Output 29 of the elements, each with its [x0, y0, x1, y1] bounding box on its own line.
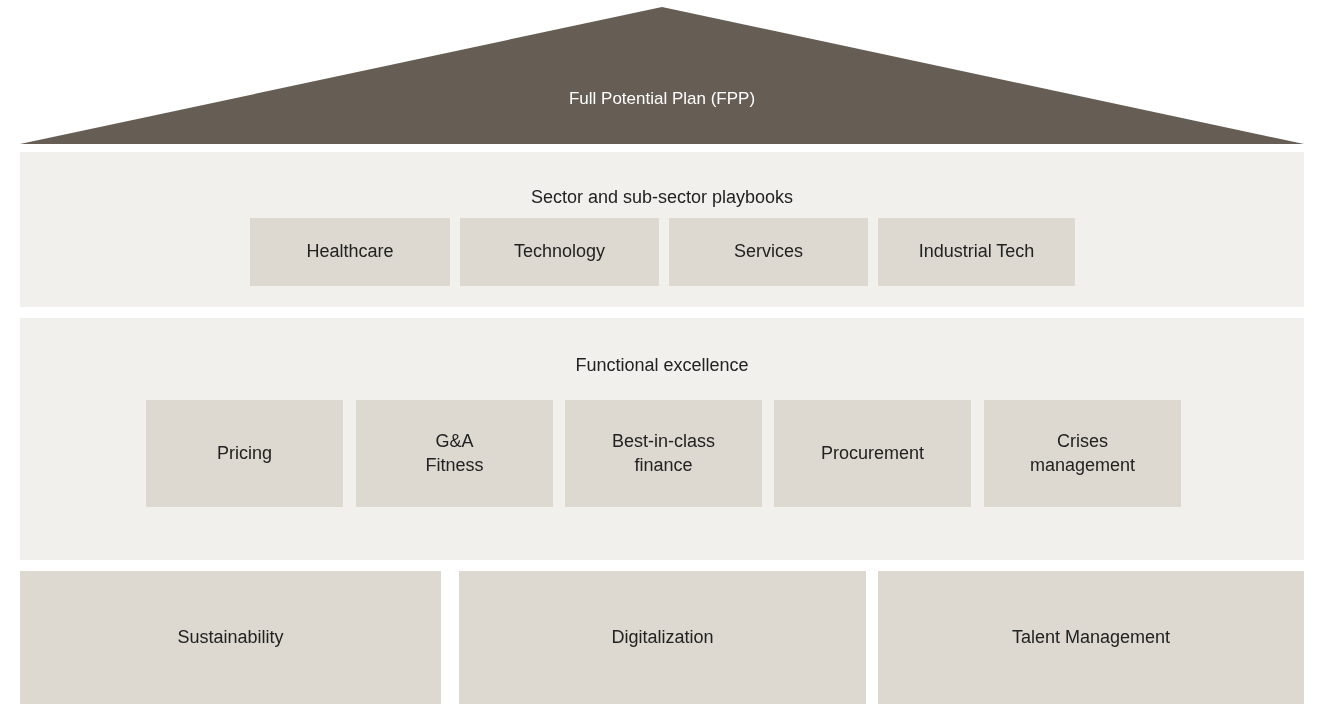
category-box [250, 218, 450, 286]
category-box [146, 400, 343, 507]
category-box [20, 571, 441, 704]
box-label: Digitalization [611, 625, 714, 649]
category-box [460, 218, 659, 286]
box-label: Procurement [820, 441, 924, 465]
box-label: Talent Management [1011, 625, 1171, 649]
box-label: Sustainability [177, 625, 284, 649]
category-box [878, 571, 1304, 704]
box-label: Services [734, 240, 803, 264]
box-label: Pricing [217, 441, 272, 465]
box-label: G&A Fitness [424, 430, 485, 477]
box-label: Crises management [1028, 430, 1137, 477]
box-label: Industrial Tech [918, 240, 1035, 264]
band-heading: Sector and sub-sector playbooks [530, 186, 794, 209]
category-box [669, 218, 868, 286]
roof-title: Full Potential Plan (FPP) [568, 88, 756, 110]
category-box [878, 218, 1075, 286]
category-box [774, 400, 971, 507]
category-box [356, 400, 553, 507]
category-box [459, 571, 866, 704]
category-box [565, 400, 762, 507]
category-box [984, 400, 1181, 507]
box-label: Best-in-class finance [611, 430, 716, 477]
box-label: Technology [513, 240, 606, 264]
box-label: Healthcare [306, 240, 394, 264]
band-panel [20, 318, 1304, 560]
band-heading: Functional excellence [575, 354, 749, 377]
band-panel [20, 152, 1304, 307]
